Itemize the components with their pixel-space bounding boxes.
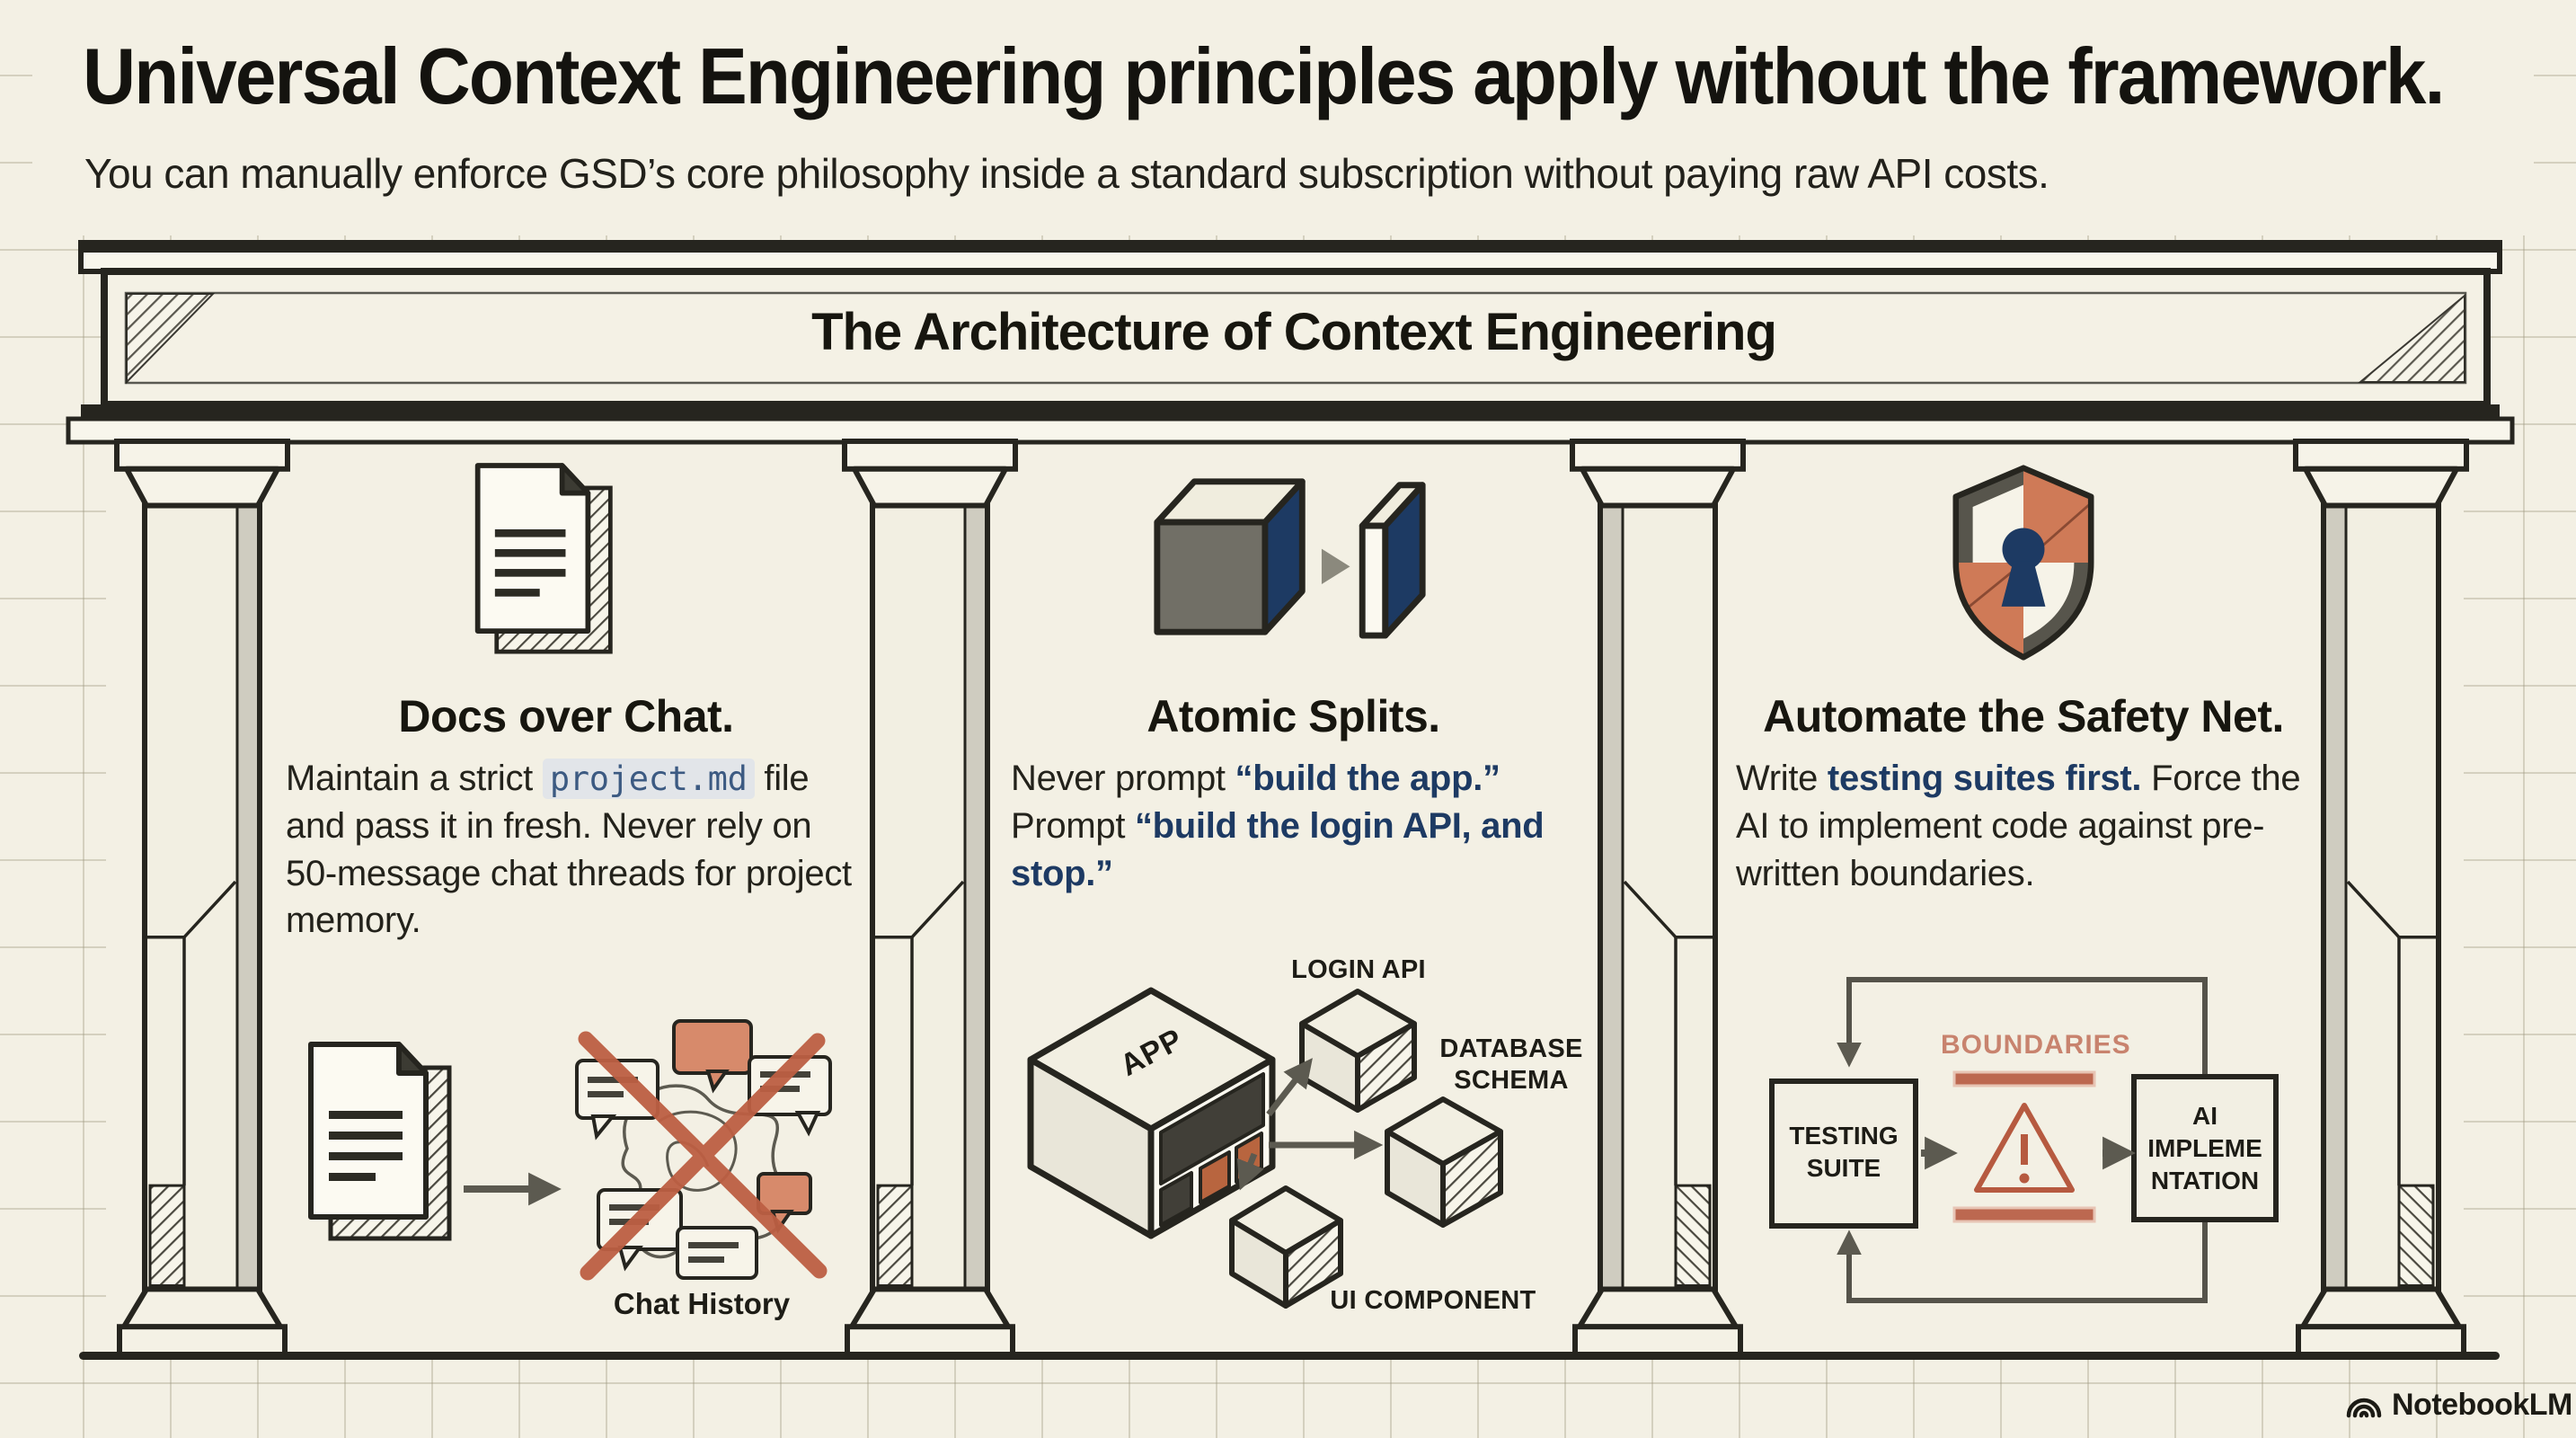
box-label-line: AI xyxy=(2192,1102,2217,1130)
entablature-title: The Architecture of Context Engineering xyxy=(811,303,1777,361)
testing-suite-box-label: TESTING SUITE xyxy=(1774,1120,1914,1185)
entablature xyxy=(66,240,2515,445)
body-text: Prompt xyxy=(1011,805,1135,846)
column-heading-atomic-splits: Atomic Splits. xyxy=(1146,691,1440,741)
column-body-atomic-splits: Never prompt “build the app.” Prompt “bu… xyxy=(1011,755,1586,897)
body-text: Maintain a strict xyxy=(286,759,543,798)
page-subtitle: You can manually enforce GSD’s core phil… xyxy=(84,150,2049,197)
pillar xyxy=(112,437,292,1359)
notebooklm-wordmark: NotebookLM xyxy=(2392,1388,2572,1422)
body-text: Force the AI to implement code against p… xyxy=(1736,759,2301,893)
chat-history-caption: Chat History xyxy=(613,1287,791,1320)
pillar xyxy=(2291,437,2471,1359)
pillar xyxy=(840,437,1020,1359)
column-heading-docs-over-chat: Docs over Chat. xyxy=(398,691,734,741)
box-label-line: TESTING xyxy=(1789,1122,1899,1150)
quoted-prompt: “build the login API, and stop.” xyxy=(1011,805,1545,893)
page-title: Universal Context Engineering principles… xyxy=(83,31,2445,120)
notebooklm-logo-icon xyxy=(2346,1398,2382,1418)
safety-loop-diagram xyxy=(1769,977,2279,1303)
body-text: Never prompt xyxy=(1011,759,1235,798)
document-stack-icon xyxy=(471,460,617,659)
box-label-line: NTATION xyxy=(2150,1166,2260,1194)
app-explode-diagram xyxy=(1027,987,1503,1309)
arrow-right-icon xyxy=(464,1172,562,1206)
body-text: Write xyxy=(1736,759,1828,798)
box-label-line: IMPLEME xyxy=(2147,1133,2262,1162)
ground-line xyxy=(79,1352,2500,1360)
cube-split-icon xyxy=(1154,478,1426,639)
column-heading-automate-safety-net: Automate the Safety Net. xyxy=(1763,691,2284,741)
login-api-label: LOGIN API xyxy=(1291,955,1426,984)
shield-keyhole-icon xyxy=(1952,465,2094,661)
quoted-prompt: “build the app.” xyxy=(1235,759,1500,798)
body-text: file and pass it in fresh. Never rely on… xyxy=(286,759,852,941)
boundaries-label: BOUNDARIES xyxy=(1941,1030,2131,1060)
title-backdrop xyxy=(32,0,2534,235)
ai-implementation-box-label: AI IMPLEME NTATION xyxy=(2136,1100,2274,1196)
chat-tangle-crossed-icon xyxy=(575,1019,832,1281)
document-icon xyxy=(304,1035,456,1249)
column-body-docs-over-chat: Maintain a strict project.md file and pa… xyxy=(286,755,861,945)
inline-code-project-md: project.md xyxy=(542,759,755,799)
ui-component-label: UI COMPONENT xyxy=(1330,1286,1536,1315)
emphasized-text: testing suites first. xyxy=(1827,759,2142,798)
database-schema-label: DATABASE SCHEMA xyxy=(1439,1034,1583,1096)
box-label-line: SUITE xyxy=(1806,1153,1881,1182)
column-body-automate-safety-net: Write testing suites first. Force the AI… xyxy=(1736,755,2324,897)
